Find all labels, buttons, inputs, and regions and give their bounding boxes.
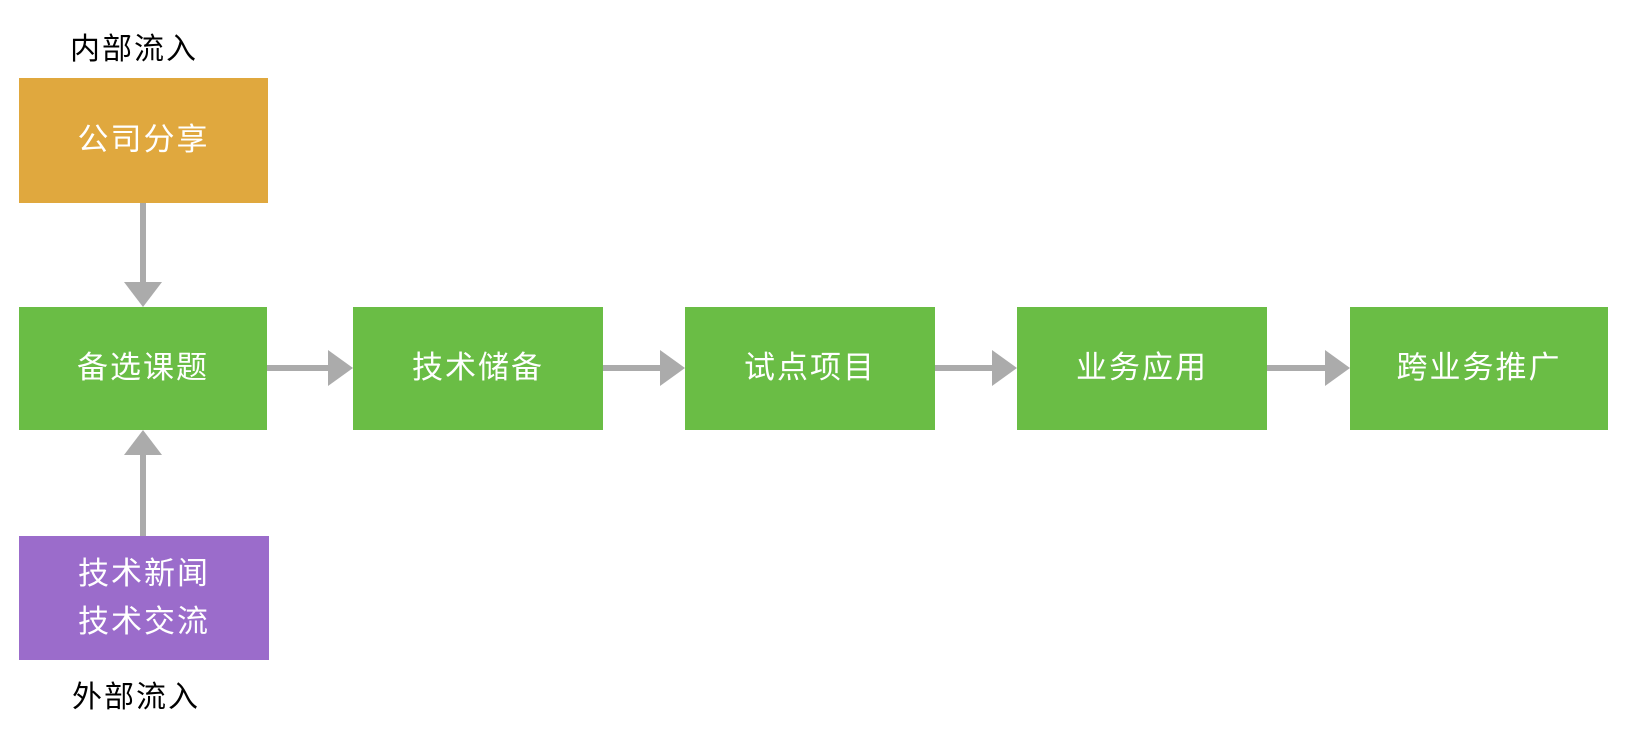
arrow-pilot-to-business bbox=[935, 350, 1017, 386]
node-external-source-line1: 技术新闻 bbox=[78, 555, 210, 591]
pipeline-node-candidate-topics-label: 备选课题 bbox=[77, 350, 209, 386]
arrow-reserve-to-pilot bbox=[603, 350, 685, 386]
node-company-sharing: 公司分享 bbox=[19, 78, 268, 203]
node-external-source: 技术新闻 技术交流 bbox=[19, 536, 269, 660]
node-company-sharing-label: 公司分享 bbox=[77, 122, 210, 158]
node-external-source-line2: 技术交流 bbox=[78, 604, 210, 639]
pipeline-node-pilot-project: 试点项目 bbox=[685, 307, 935, 430]
arrow-company-to-candidate bbox=[124, 203, 162, 307]
arrow-candidate-to-reserve bbox=[267, 350, 353, 386]
pipeline-node-business-application-label: 业务应用 bbox=[1076, 350, 1208, 386]
pipeline-node-pilot-project-label: 试点项目 bbox=[744, 350, 876, 386]
arrow-business-to-promotion bbox=[1267, 350, 1350, 386]
pipeline-node-tech-reserve-label: 技术储备 bbox=[412, 350, 544, 386]
arrow-external-to-candidate bbox=[124, 430, 162, 536]
pipeline-node-business-application: 业务应用 bbox=[1017, 307, 1267, 430]
pipeline-node-cross-business-promotion: 跨业务推广 bbox=[1350, 307, 1608, 430]
pipeline-node-cross-business-promotion-label: 跨业务推广 bbox=[1396, 350, 1562, 386]
external-inflow-label: 外部流入 bbox=[72, 681, 200, 714]
pipeline-node-candidate-topics: 备选课题 bbox=[19, 307, 267, 430]
internal-inflow-label: 内部流入 bbox=[70, 33, 198, 66]
pipeline-node-tech-reserve: 技术储备 bbox=[353, 307, 603, 430]
